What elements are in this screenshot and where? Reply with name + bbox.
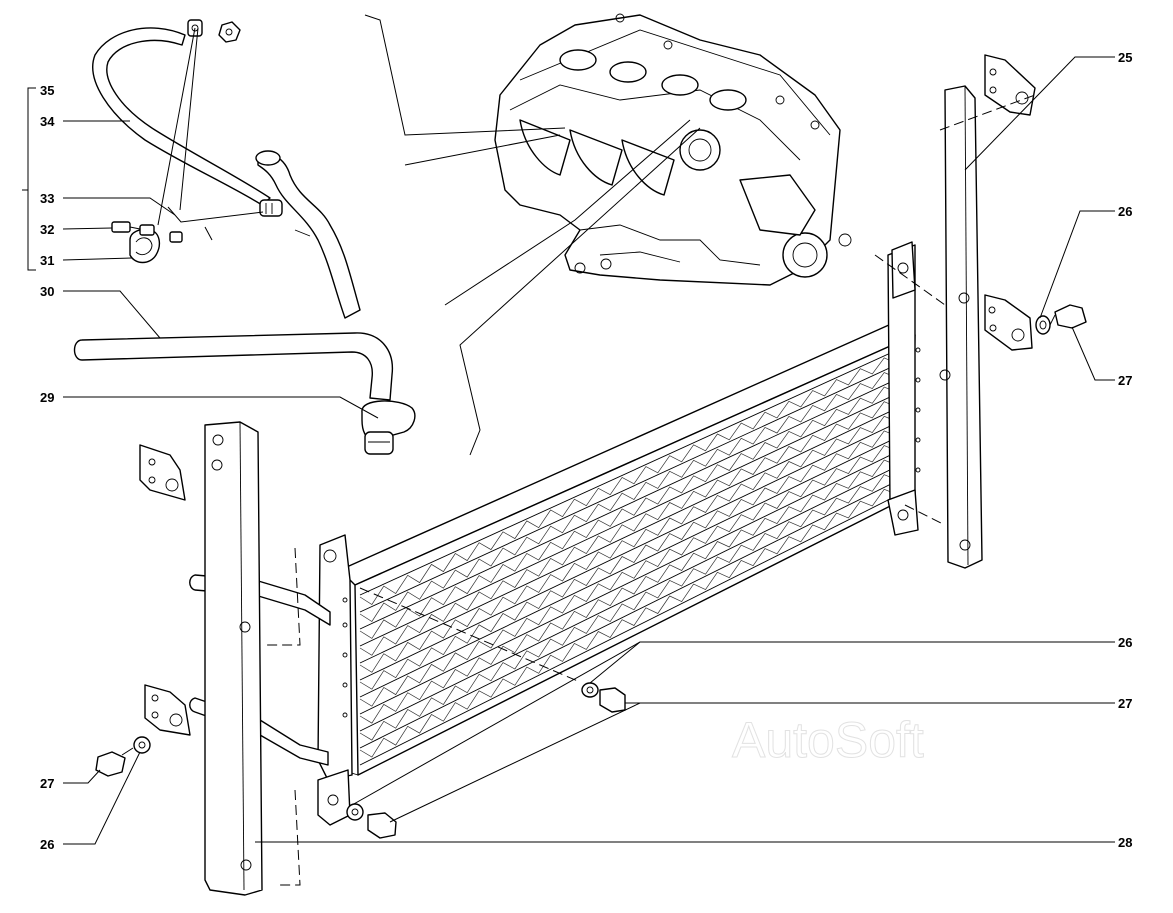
- callout-label-28: 28: [1118, 835, 1132, 850]
- cooler-fins: [359, 344, 909, 766]
- callout-35: 35: [40, 83, 54, 98]
- callout-31: 31: [40, 253, 133, 268]
- callout-26-mid: 26: [351, 635, 1132, 806]
- leader-top-2: [179, 27, 199, 211]
- callout-27-left: 27: [40, 769, 101, 791]
- washer-26-top: [1035, 315, 1051, 335]
- hose-clamp-29: [361, 400, 416, 455]
- right-plate-bottom: [984, 294, 1033, 351]
- left-plate-bottom: [144, 684, 191, 736]
- curved-hose: [255, 150, 361, 319]
- callout-34: 34: [40, 114, 130, 129]
- hose-fitting-33: [259, 199, 283, 217]
- callout-label-26-top: 26: [1118, 204, 1132, 219]
- hose-30: [73, 332, 394, 401]
- callout-33: 33: [40, 191, 176, 216]
- callout-32: 32: [40, 222, 113, 237]
- washer-26-bottom: [346, 803, 364, 821]
- alignment-line: [359, 587, 581, 683]
- bolt-27-left: [95, 747, 134, 777]
- callout-30: 30: [40, 284, 161, 339]
- callout-bracket-31-35: [22, 87, 36, 271]
- clamp-31: [129, 224, 183, 264]
- callout-27-mid: 27: [389, 696, 1132, 823]
- leader-top-1: [157, 27, 196, 226]
- callout-label-32: 32: [40, 222, 54, 237]
- callout-label-33: 33: [40, 191, 54, 206]
- callout-label-26-left: 26: [40, 837, 54, 852]
- callout-27-top: 27: [1071, 326, 1132, 388]
- callout-label-25: 25: [1118, 50, 1132, 65]
- right-dashed-lines: [874, 94, 1036, 526]
- oil-cooler-core: [317, 241, 921, 826]
- callout-label-29: 29: [40, 390, 54, 405]
- callout-26-top: 26: [1039, 204, 1132, 319]
- callout-label-30: 30: [40, 284, 54, 299]
- right-bracket-25: [939, 85, 983, 569]
- breather-hose-34: [92, 27, 271, 206]
- callout-26-left: 26: [40, 751, 141, 852]
- washer-26-left: [133, 736, 151, 754]
- callout-label-35: 35: [40, 83, 54, 98]
- hose-clamp-top: [187, 19, 241, 43]
- callout-label-27-mid: 27: [1118, 696, 1132, 711]
- watermark-text: AutoSoft: [732, 712, 924, 768]
- bolt-27-mid: [599, 687, 626, 713]
- bolt-27-bottom: [367, 812, 397, 839]
- right-plate-top: [984, 54, 1036, 116]
- callout-label-26-mid: 26: [1118, 635, 1132, 650]
- leader-fitting: [167, 206, 264, 223]
- callout-label-27-top: 27: [1118, 373, 1132, 388]
- callout-28: 28: [255, 835, 1132, 850]
- callout-29: 29: [40, 390, 379, 419]
- dashed-outlines-left: [265, 547, 301, 886]
- left-plate-top: [139, 444, 186, 501]
- callout-label-34: 34: [40, 114, 55, 129]
- engine-block: [494, 13, 852, 286]
- leader-stub: [204, 226, 213, 241]
- washer-26-mid: [581, 682, 599, 698]
- callout-25: 25: [964, 50, 1132, 171]
- bolt-27-top: [1049, 304, 1087, 329]
- left-bracket-28: [204, 421, 263, 896]
- engine-connection-lines: [364, 14, 701, 456]
- callout-label-31: 31: [40, 253, 54, 268]
- callout-label-27-left: 27: [40, 776, 54, 791]
